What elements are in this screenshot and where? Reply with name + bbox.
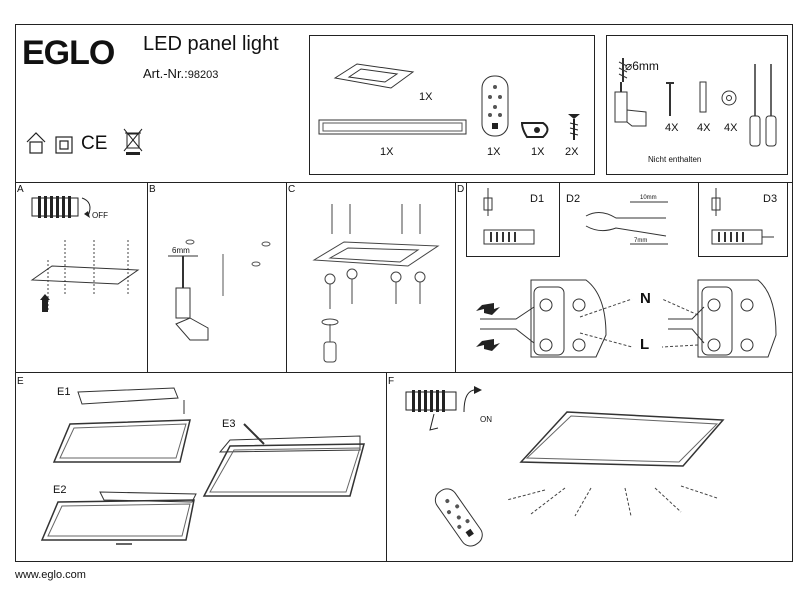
divider-cd (455, 182, 456, 372)
panel-c-mounting-drawing (312, 204, 440, 363)
divider-bc (286, 182, 287, 372)
divider-middle (15, 372, 793, 373)
panel-label-b: B (149, 184, 156, 195)
panel-label-e3: E3 (222, 418, 236, 430)
wiring-connection-lines (579, 298, 699, 348)
wire-strip-length-1: 10mm (640, 195, 657, 201)
panel-e1-drawing (52, 387, 191, 463)
driver-unit-d3-drawing (711, 188, 774, 245)
screw-qty: 2X (565, 146, 579, 158)
article-number-label: Art.-Nr.: (143, 66, 188, 81)
tool-screw-qty: 4X (665, 122, 679, 134)
not-included-label: Nicht enthalten (648, 155, 702, 164)
wall-dowel-icon (699, 81, 707, 113)
terminal-block-right-drawing (668, 279, 777, 358)
product-title: LED panel light (143, 33, 279, 55)
panel-label-e1: E1 (57, 386, 71, 398)
panel-label-c: C (288, 184, 296, 195)
fuse-box-off-icon (31, 196, 91, 218)
drill-size-label: ⌀6mm (625, 59, 659, 73)
house-icon (26, 132, 46, 154)
panel-label-e2: E2 (53, 484, 67, 496)
weee-bin-icon (123, 128, 143, 155)
panel-label-d1: D1 (530, 193, 545, 205)
washer-icon (721, 90, 737, 106)
tool-dowel-qty: 4X (697, 122, 711, 134)
panel-a-drawing (30, 240, 140, 312)
package-contents-box (309, 35, 595, 175)
panel-label-d: D (457, 184, 465, 195)
footer-url[interactable]: www.eglo.com (15, 569, 86, 581)
wire-strip-d2-drawing (585, 201, 668, 245)
panel-label-f: F (388, 376, 395, 387)
terminal-neutral-label: N (640, 290, 651, 307)
led-panel-drawing (318, 119, 467, 135)
terminal-block-left-drawing (476, 279, 607, 358)
panel-label-d3: D3 (763, 193, 778, 205)
remote-control-f-icon (434, 488, 483, 547)
class-ii-icon (55, 136, 73, 154)
divider-ef (386, 372, 387, 562)
screwdrivers-icon (749, 64, 777, 147)
instruction-sheet (15, 24, 793, 562)
power-drill-icon (614, 82, 647, 127)
article-number-value: 98203 (187, 69, 219, 81)
panel-d3-box (698, 182, 788, 257)
panel-f-lit-drawing (506, 411, 725, 517)
panel-qty: 1X (380, 146, 394, 158)
off-label: OFF (92, 211, 108, 220)
panel-label-a: A (17, 184, 24, 195)
wire-strip-length-2: 7mm (634, 238, 648, 244)
drill-size-mm: 6mm (172, 246, 190, 255)
panel-frame-drawing (333, 63, 415, 89)
tools-box (606, 35, 788, 175)
panel-d1-box (466, 182, 560, 257)
brand-logo: EGLO (22, 34, 115, 72)
panel-e3-drawing (202, 423, 365, 497)
drill-bit-icon (618, 58, 628, 82)
wall-screw-icon (666, 82, 674, 116)
frame-qty: 1X (419, 91, 433, 103)
fuse-box-on-icon (405, 386, 482, 431)
remote-qty: 1X (487, 146, 501, 158)
panel-b-drilling-drawing (168, 239, 271, 341)
mounting-clip-icon (520, 122, 549, 138)
divider-ab (147, 182, 148, 372)
divider-header (15, 182, 793, 183)
terminal-live-label: L (640, 336, 650, 353)
tool-washer-qty: 4X (724, 122, 738, 134)
clip-qty: 1X (531, 146, 545, 158)
panel-e2-drawing (40, 491, 197, 545)
article-number: Art.-Nr.:98203 (143, 66, 218, 81)
panel-label-e: E (17, 376, 24, 387)
panel-label-d2: D2 (566, 193, 581, 205)
on-label: ON (480, 415, 492, 424)
screw-icon (568, 114, 580, 140)
ce-mark: CE (81, 133, 108, 154)
remote-control-icon (481, 75, 509, 137)
driver-unit-d1-drawing (483, 188, 535, 245)
